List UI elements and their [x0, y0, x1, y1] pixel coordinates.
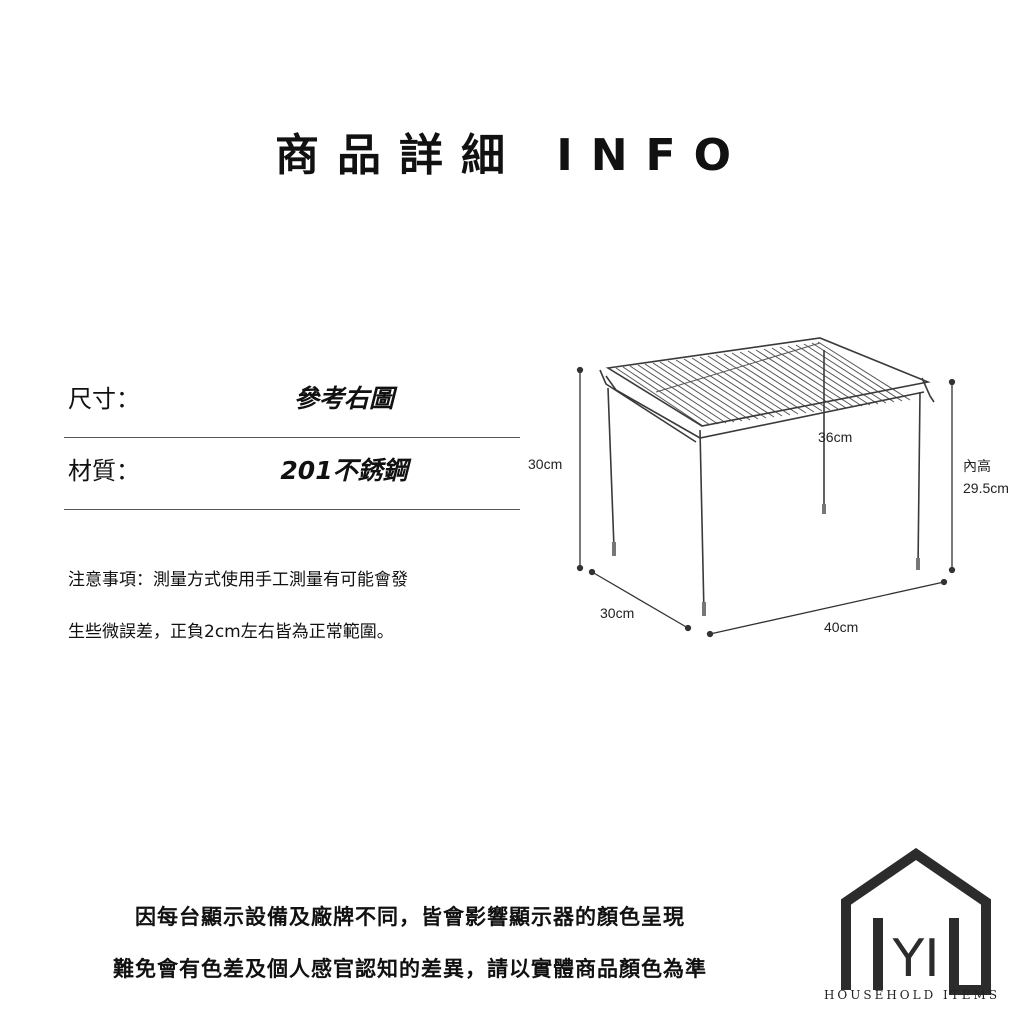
spec-value-size: 參考右圖 — [293, 384, 394, 413]
note-line-2: 生些微誤差，正負2cm左右皆為正常範圍。 — [68, 622, 394, 642]
spec-label-size: 尺寸： — [68, 385, 140, 413]
wire-shelf — [599, 337, 935, 616]
house-outline-icon — [841, 848, 991, 995]
depth-label: 30cm — [600, 605, 634, 621]
top-width-label: 36cm — [818, 429, 852, 445]
logo-caption: HOUSEHOLD ITEMS — [823, 988, 1001, 1002]
width-label: 40cm — [824, 619, 858, 635]
disclaimer-line-1: 因每台顯示設備及廠牌不同，皆會影響顯示器的顏色呈現 — [135, 905, 685, 929]
note-line-1: 注意事項：測量方式使用手工測量有可能會發 — [68, 570, 408, 590]
inner-height-label-title: 內高 — [963, 458, 991, 474]
divider — [64, 437, 520, 438]
product-dimension-diagram: 30cm 36cm 內高 29.5cm 30cm 40cm — [528, 337, 1009, 638]
shelf-top-frame — [605, 337, 931, 427]
leg-front-right — [917, 391, 921, 569]
spec-row-size: 尺寸： 參考右圖 — [64, 366, 520, 438]
height-label: 30cm — [528, 456, 562, 472]
width-dimension-line — [709, 581, 945, 635]
divider — [64, 509, 520, 510]
disclaimer-line-2: 難免會有色差及個人感官認知的差異，請以實體商品顏色為準 — [113, 957, 707, 981]
logo-letters: YI — [891, 929, 939, 989]
brand-logo: YI — [841, 848, 991, 995]
shelf-front-rail — [605, 375, 925, 439]
leg-front-left — [699, 429, 705, 615]
leg-back-left — [607, 387, 615, 549]
spec-value-material: 201不銹鋼 — [280, 456, 408, 485]
shelf-side-rail — [599, 369, 697, 443]
spec-label-material: 材質： — [68, 457, 140, 485]
page-title: 商品詳細 INFO — [275, 130, 749, 181]
spec-row-material: 材質： 201不銹鋼 — [64, 438, 520, 510]
depth-dimension-line — [591, 571, 689, 629]
inner-height-label-value: 29.5cm — [963, 480, 1009, 496]
shelf-right-rail — [921, 377, 935, 403]
shelf-grid — [615, 341, 911, 427]
dimension-lines — [576, 366, 956, 638]
